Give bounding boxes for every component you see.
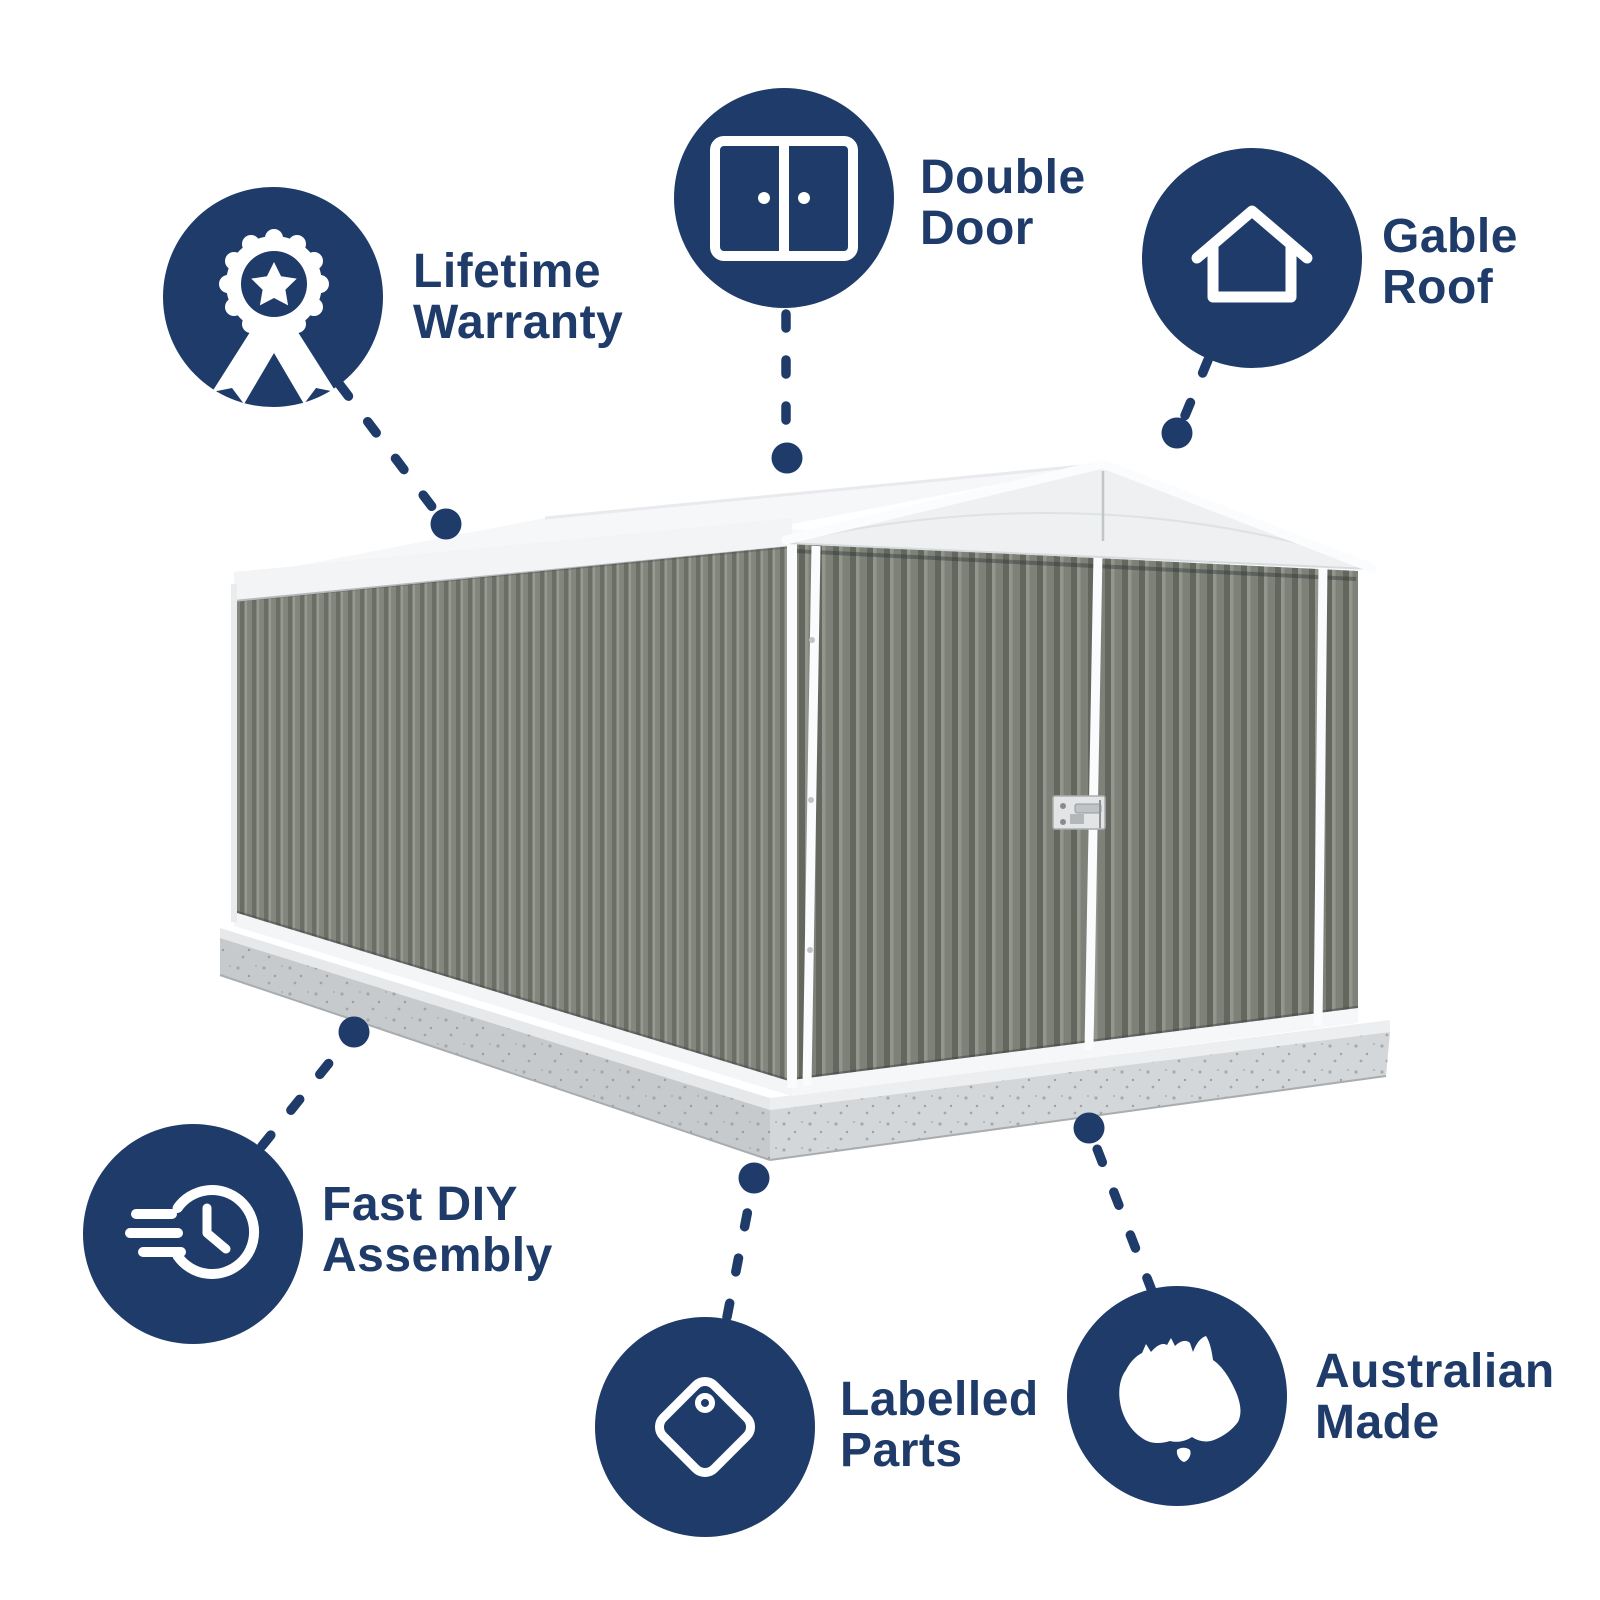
connector-labelled-parts — [722, 1162, 770, 1322]
feature-label-gable-roof: Gable Roof — [1382, 211, 1518, 313]
connector-gable-roof — [1161, 355, 1213, 449]
double-door-icon — [710, 136, 858, 261]
shed-roof-left-plane — [234, 464, 1103, 578]
connector-dot — [1161, 417, 1193, 449]
gable-roof-icon — [1191, 205, 1313, 303]
feature-label-line: Fast DIY — [322, 1178, 519, 1231]
shed-left-eave-trim — [234, 518, 792, 602]
connector-australian-made — [1073, 1112, 1157, 1296]
shed-concrete-slab — [219, 928, 1390, 1161]
connector-dot — [338, 1016, 370, 1048]
feature-label-line: Door — [920, 202, 1034, 255]
feature-label-line: Warranty — [413, 296, 624, 349]
feature-label-fast-diy-assembly: Fast DIY Assembly — [322, 1179, 553, 1281]
award-ribbon-icon — [212, 229, 336, 404]
australia-map-icon — [1119, 1336, 1241, 1462]
feature-badge-gable-roof — [1142, 148, 1362, 368]
feature-label-line: Double — [920, 151, 1086, 204]
shed-front-base-trim — [792, 1008, 1358, 1096]
feature-badge-lifetime-warranty — [163, 187, 383, 407]
feature-badge-australian-made — [1067, 1286, 1287, 1506]
shed-front-wall — [787, 529, 1359, 1096]
feature-label-line: Roof — [1382, 261, 1494, 314]
feature-label-line: Australian — [1315, 1345, 1555, 1398]
feature-label-lifetime-warranty: Lifetime Warranty — [413, 246, 623, 348]
speed-clock-icon — [125, 1185, 260, 1279]
connector-double-door — [771, 309, 803, 474]
feature-label-line: Gable — [1382, 210, 1518, 263]
feature-badge-fast-diy-assembly — [83, 1124, 303, 1344]
connector-dot — [738, 1162, 770, 1194]
price-tag-icon — [654, 1376, 756, 1478]
shed-door-latch — [1052, 795, 1106, 830]
shed-illustration — [219, 459, 1390, 1161]
feature-badge-double-door — [674, 88, 894, 308]
feature-label-line: Labelled — [840, 1373, 1039, 1426]
shed-gable-roof — [781, 459, 1377, 573]
feature-label-labelled-parts: Labelled Parts — [840, 1374, 1039, 1476]
feature-badge-labelled-parts — [595, 1317, 815, 1537]
shed-door-right-trim — [1313, 563, 1328, 1027]
shed-left-wall — [231, 518, 793, 1096]
connector-dot — [771, 442, 803, 474]
connector-fast-diy-assembly — [257, 1016, 370, 1151]
feature-label-line: Made — [1315, 1396, 1440, 1449]
shed-door-left-trim — [802, 545, 821, 1087]
feature-label-line: Parts — [840, 1424, 963, 1477]
feature-label-australian-made: Australian Made — [1315, 1346, 1555, 1448]
connector-dot — [1073, 1112, 1105, 1144]
connector-lifetime-warranty — [335, 380, 462, 540]
feature-label-line: Lifetime — [413, 245, 602, 298]
feature-label-double-door: Double Door — [920, 152, 1086, 254]
connector-lines — [257, 309, 1213, 1322]
feature-label-line: Assembly — [322, 1229, 553, 1282]
shed-left-base-trim — [234, 912, 792, 1096]
connector-dot — [430, 508, 462, 540]
